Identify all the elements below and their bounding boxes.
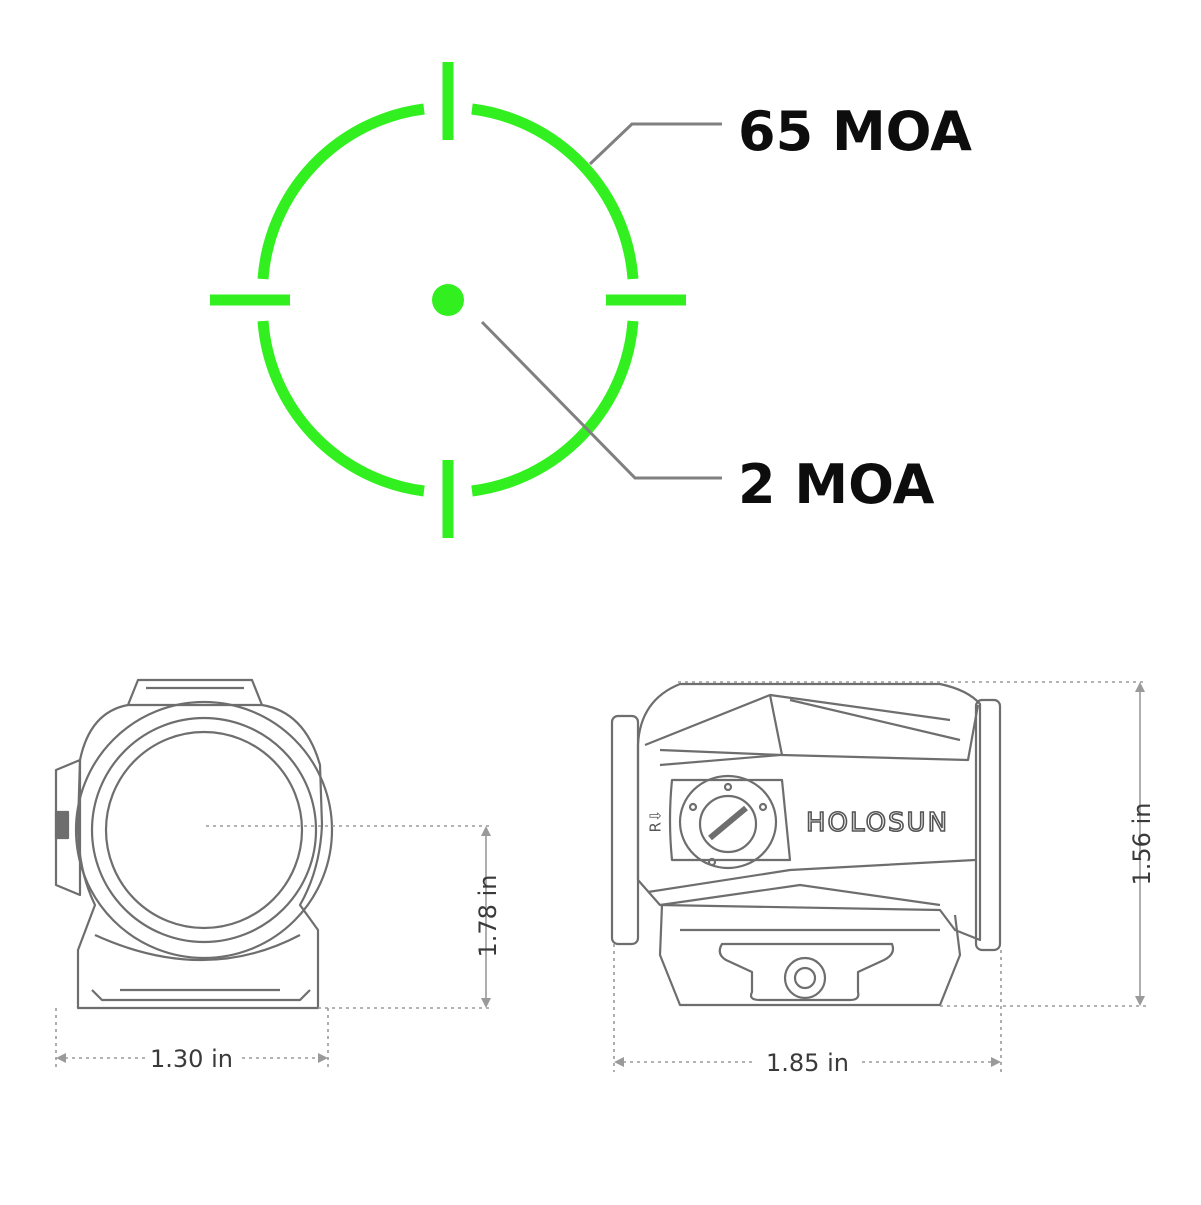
reticle bbox=[210, 62, 686, 538]
front-dimension-lines bbox=[55, 825, 492, 1070]
lens-ring-inner bbox=[104, 730, 304, 930]
side-height-label: 1.56 in bbox=[1128, 802, 1156, 886]
side-base bbox=[658, 904, 962, 1007]
side-button bbox=[54, 758, 82, 897]
side-dimension-arrows bbox=[614, 682, 1145, 1067]
leader-65moa bbox=[588, 122, 722, 166]
rear-ring bbox=[610, 714, 640, 946]
side-length-label: 1.85 in bbox=[766, 1049, 849, 1077]
outer-ring-arc-ne bbox=[471, 103, 639, 280]
outer-ring-arc-sw bbox=[257, 320, 425, 497]
leader-lines bbox=[480, 122, 722, 480]
battery-cap bbox=[698, 794, 758, 854]
outer-ring-arc-se bbox=[471, 320, 639, 497]
outer-ring-label: 65 MOA bbox=[738, 100, 972, 163]
front-width-label: 1.30 in bbox=[150, 1045, 233, 1073]
rear-marking: R⇩ bbox=[646, 809, 665, 833]
front-height-label: 1.78 in bbox=[474, 874, 502, 958]
leader-2moa bbox=[480, 320, 722, 480]
front-dimension-arrows bbox=[56, 826, 491, 1063]
lens-ring-mid bbox=[90, 716, 318, 944]
front-ring bbox=[974, 698, 1002, 952]
battery-cap-outer bbox=[678, 774, 778, 870]
mount-screw bbox=[783, 956, 827, 1000]
center-dot bbox=[432, 284, 464, 316]
lens-ring-outer bbox=[74, 700, 334, 960]
side-dimension-lines bbox=[613, 681, 1146, 1072]
battery-recess bbox=[668, 778, 792, 862]
side-view-drawing bbox=[610, 682, 1002, 1007]
front-base bbox=[94, 933, 301, 961]
brand-logo: HOLOSUN bbox=[805, 807, 950, 839]
front-view-drawing bbox=[54, 678, 334, 1010]
front-hood bbox=[126, 678, 264, 706]
outer-ring-arc-nw bbox=[257, 103, 425, 280]
side-body bbox=[636, 682, 982, 942]
mount-slot bbox=[718, 942, 895, 1002]
center-dot-label: 2 MOA bbox=[738, 453, 935, 516]
front-housing bbox=[76, 703, 324, 1010]
